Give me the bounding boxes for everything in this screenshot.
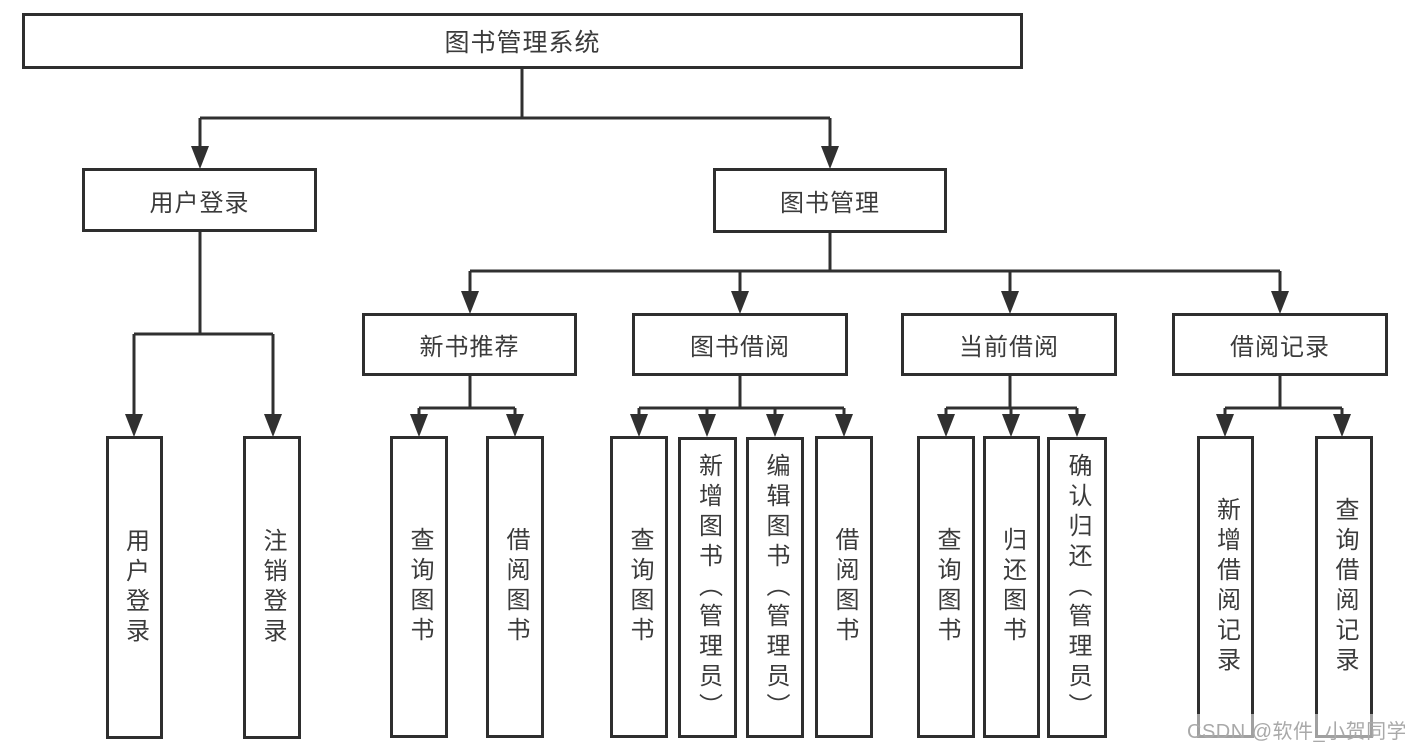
leaf-logout: 注销登录 xyxy=(243,436,301,739)
leaf-record-query-record: 查询借阅记录 xyxy=(1315,436,1373,738)
leaf-borrow-edit-book-admin-label: 编辑图书（管理员） xyxy=(762,452,789,723)
leaf-borrow-query-book-label: 查询图书 xyxy=(626,527,653,647)
node-borrow-records-label: 借阅记录 xyxy=(1230,334,1330,361)
node-book-management-branch-label: 图书管理 xyxy=(780,190,880,217)
leaf-recommend-query-book: 查询图书 xyxy=(390,436,448,738)
leaf-record-query-record-label: 查询借阅记录 xyxy=(1331,497,1358,677)
node-root-system: 图书管理系统 xyxy=(22,13,1023,69)
leaf-user-login-label: 用户登录 xyxy=(121,527,149,648)
leaf-recommend-query-book-label: 查询图书 xyxy=(406,527,433,647)
node-user-login-branch: 用户登录 xyxy=(82,168,317,232)
leaf-record-add-record: 新增借阅记录 xyxy=(1197,436,1254,738)
leaf-current-query-book: 查询图书 xyxy=(917,436,975,738)
leaf-borrow-query-book: 查询图书 xyxy=(610,436,668,738)
leaf-logout-label: 注销登录 xyxy=(259,527,286,648)
node-current-borrow-label: 当前借阅 xyxy=(959,334,1059,361)
leaf-borrow-add-book-admin: 新增图书（管理员） xyxy=(678,437,737,738)
node-book-borrow-label: 图书借阅 xyxy=(690,334,790,361)
leaf-user-login: 用户登录 xyxy=(106,436,163,739)
node-borrow-records: 借阅记录 xyxy=(1172,313,1388,376)
leaf-current-confirm-return-admin: 确认归还（管理员） xyxy=(1047,437,1107,738)
leaf-borrow-borrow-book: 借阅图书 xyxy=(815,436,873,738)
node-new-book-recommend-label: 新书推荐 xyxy=(419,334,520,361)
leaf-borrow-add-book-admin-label: 新增图书（管理员） xyxy=(694,452,722,723)
leaf-record-add-record-label: 新增借阅记录 xyxy=(1212,497,1240,677)
node-book-borrow: 图书借阅 xyxy=(632,313,848,376)
leaf-recommend-borrow-book-label: 借阅图书 xyxy=(502,527,529,647)
node-book-management-branch: 图书管理 xyxy=(713,168,947,233)
leaf-current-query-book-label: 查询图书 xyxy=(933,527,960,647)
leaf-recommend-borrow-book: 借阅图书 xyxy=(486,436,544,738)
leaf-current-return-book: 归还图书 xyxy=(983,436,1040,738)
leaf-current-return-book-label: 归还图书 xyxy=(998,527,1026,647)
node-new-book-recommend: 新书推荐 xyxy=(362,313,577,376)
csdn-watermark: CSDN @软件_小贺同学 xyxy=(1184,714,1405,745)
leaf-current-confirm-return-admin-label: 确认归还（管理员） xyxy=(1064,452,1091,723)
node-root-label: 图书管理系统 xyxy=(444,29,601,57)
leaf-borrow-edit-book-admin: 编辑图书（管理员） xyxy=(746,437,804,738)
node-current-borrow: 当前借阅 xyxy=(901,313,1117,376)
leaf-borrow-borrow-book-label: 借阅图书 xyxy=(831,527,858,647)
node-user-login-branch-label: 用户登录 xyxy=(149,189,250,217)
arrowheads xyxy=(125,146,1351,437)
